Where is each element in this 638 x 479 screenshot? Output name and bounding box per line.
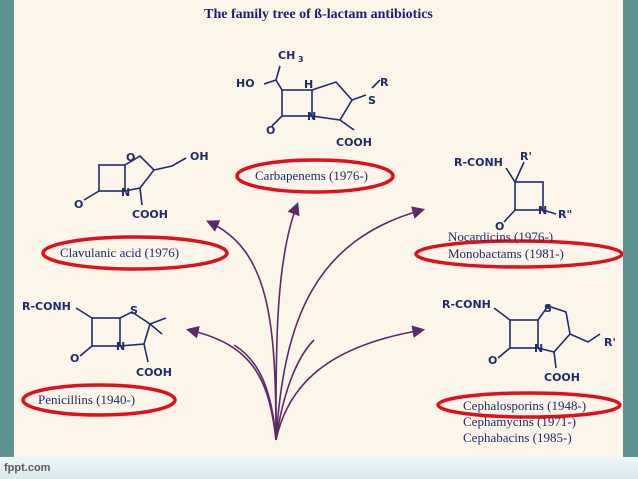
chem-carba-n: N: [307, 110, 316, 123]
chem-mono-rprime: R': [520, 150, 532, 163]
label-cephabacins: Cephabacins (1985-): [463, 430, 572, 445]
slide-title: The family tree of ß-lactam antibiotics: [204, 7, 433, 22]
slide-canvas: The family tree of ß-lactam antibiotics: [14, 0, 623, 457]
penicillin-structure: [75, 307, 167, 363]
chem-ceph-o: O: [488, 354, 497, 367]
label-cephamycins: Cephamycins (1971-): [463, 414, 577, 429]
chem-pen-rconh: R-CONH: [22, 300, 71, 313]
monobactams-highlight: [414, 239, 623, 269]
footer-brand: fppt.com: [4, 462, 51, 474]
chem-ch3: CH: [278, 49, 295, 62]
arrow-to-clavulanic: [206, 220, 277, 441]
label-nocardicins: Nocardicins (1976-): [448, 229, 554, 244]
cephalosporins-highlight: [436, 391, 622, 419]
carbapenems-highlight: [235, 158, 395, 194]
chem-carba-s: S: [368, 94, 376, 107]
chem-ceph-s: S: [544, 302, 552, 315]
arrow-to-nocardicins: [275, 206, 426, 441]
label-monobactams: Monobactams (1981-): [448, 246, 564, 261]
chem-pen-s: S: [130, 304, 138, 317]
highlight-ellipses: [21, 158, 623, 419]
label-penicillins: Penicillins (1940-): [38, 392, 136, 407]
arrow-branch-mid: [275, 339, 315, 441]
chem-clav-cooh: COOH: [132, 208, 168, 221]
chem-ho: HO: [236, 77, 255, 90]
chem-carba-h: H: [304, 78, 313, 91]
chem-clav-o: O: [74, 198, 83, 211]
arrow-to-cephalosporins: [275, 325, 426, 441]
cephalosporin-structure: [493, 305, 601, 369]
chem-ch3-sub: 3: [298, 55, 304, 64]
chemical-structures: CH 3 HO H N O S R COOH O OH N O COOH R-C…: [22, 49, 616, 384]
monobactam-structure: [503, 161, 557, 223]
penicillins-highlight: [21, 383, 177, 417]
chem-carba-r: R: [380, 76, 389, 89]
footer-bar: [0, 457, 638, 479]
clavulanic-structure: [83, 154, 187, 206]
chem-mono-n: N: [538, 204, 547, 217]
chem-pen-o: O: [70, 352, 79, 365]
chem-ceph-rconh: R-CONH: [442, 298, 491, 311]
chem-pen-cooh: COOH: [136, 366, 172, 379]
chem-carba-o: O: [266, 124, 275, 137]
chem-carba-cooh: COOH: [336, 136, 372, 149]
chem-mono-rdouble: R": [558, 208, 572, 221]
chem-ceph-cooh: COOH: [544, 371, 580, 384]
chem-mono-rconh: R-CONH: [454, 156, 503, 169]
chem-pen-n: N: [116, 340, 125, 353]
chem-ceph-n: N: [534, 342, 543, 355]
label-carbapenems: Carbapenems (1976-): [255, 168, 368, 183]
carbapenem-structure: [263, 65, 381, 131]
chem-clav-o-ring: O: [126, 151, 135, 164]
chem-mono-o: O: [495, 220, 504, 233]
arrow-branch-left: [233, 344, 277, 441]
label-clavulanic-acid: Clavulanic acid (1976): [60, 245, 180, 260]
label-cephalosporins: Cephalosporins (1948-): [463, 398, 587, 413]
chem-clav-oh: OH: [190, 150, 209, 163]
clavulanic-highlight: [41, 235, 229, 271]
chem-ceph-rprime: R': [604, 336, 616, 349]
chem-clav-n: N: [121, 186, 130, 199]
family-tree-arrows: [185, 202, 426, 441]
